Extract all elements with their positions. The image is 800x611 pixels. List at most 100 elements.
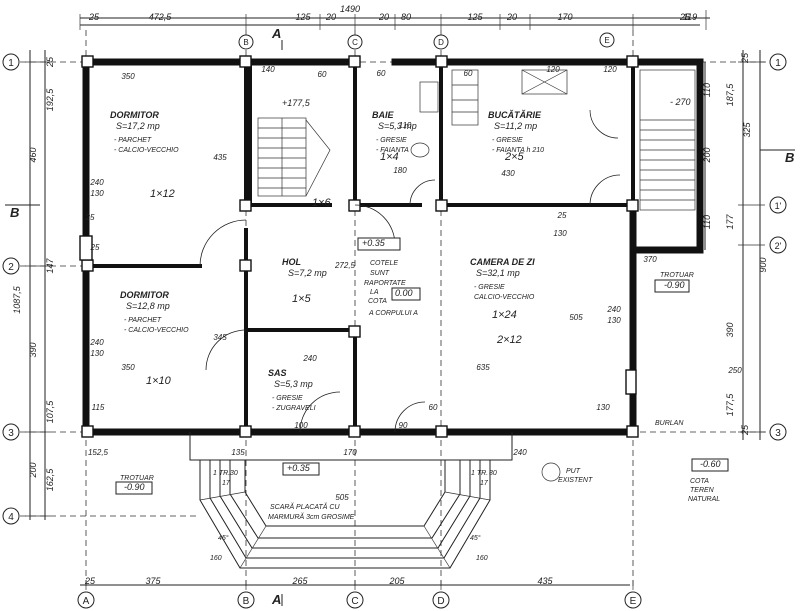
- note-label: TROTUAR: [660, 272, 694, 279]
- room-area: S=5,3 mp: [378, 121, 417, 131]
- note-label: PUT: [566, 468, 581, 475]
- dimension-label: 25: [84, 576, 96, 586]
- dimension-label: 135: [231, 448, 245, 457]
- room-name: HOL: [282, 257, 301, 267]
- dimension-label: 272,5: [334, 261, 356, 270]
- section-mark: A: [271, 26, 281, 41]
- note-label: RAPORTATE: [364, 280, 406, 287]
- dimension-label: 192,5: [45, 88, 55, 112]
- dimension-label: 635: [476, 363, 490, 372]
- note-label: MARMURĂ 3cm GROSIME: [268, 512, 355, 521]
- dimension-label: 162,5: [45, 468, 55, 492]
- level-boxes: [115, 237, 729, 495]
- interior-walls: [84, 60, 635, 434]
- dimension-label: 472,5: [149, 12, 173, 22]
- dimension-label: 370: [643, 255, 657, 264]
- svg-text:B: B: [243, 596, 250, 607]
- level-label: +0.35: [362, 238, 386, 248]
- note-label: EXISTENT: [558, 477, 593, 484]
- stair-label: 45°: [218, 534, 229, 542]
- room-area: S=12,8 mp: [126, 301, 170, 311]
- room-finish: - FAIANTA h 210: [492, 147, 544, 154]
- dimension-label: 100: [294, 421, 308, 430]
- dimension-label: 25: [740, 52, 750, 64]
- dimension-label: 20: [325, 12, 336, 22]
- doors: [199, 109, 621, 433]
- fixtures: [410, 69, 568, 482]
- svg-text:C: C: [352, 38, 358, 47]
- grid-bubble-top-left-4: 4: [2, 507, 20, 525]
- svg-text:B: B: [243, 38, 248, 47]
- grid-bubble-right-2p: 2': [769, 236, 787, 254]
- dimension-label: 250: [727, 366, 742, 375]
- dimension-label: 350: [121, 363, 135, 372]
- svg-text:E: E: [604, 36, 609, 45]
- dimension-label: 115: [92, 403, 105, 412]
- room-area: S=17,2 mp: [116, 121, 160, 131]
- window-label: 1×4: [380, 151, 399, 163]
- dimension-label: 110: [702, 83, 712, 97]
- dimension-label: 20: [506, 12, 517, 22]
- grid-bubble-right-3: 3: [769, 423, 787, 441]
- dimension-label: 25: [679, 12, 691, 22]
- svg-text:1': 1': [775, 201, 782, 211]
- room-name: BUCĂTĂRIE: [488, 109, 542, 120]
- dimension-label: 240: [606, 305, 621, 314]
- svg-text:2': 2': [775, 241, 782, 251]
- grid-bubble-top-D: D: [433, 34, 449, 50]
- grid-bubble-top-B: B: [238, 34, 254, 50]
- dimension-label: 25: [85, 213, 95, 222]
- dimension-label: 60: [464, 69, 473, 78]
- svg-text:3: 3: [775, 428, 781, 439]
- note-label: TEREN: [690, 487, 715, 494]
- room-finish: - PARCHET: [124, 317, 162, 324]
- grid-bubble-top-left-3: 3: [2, 423, 20, 441]
- dimension-label: 130: [90, 349, 104, 358]
- dimension-label: 60: [429, 403, 438, 412]
- note-label: NATURAL: [688, 496, 720, 503]
- room-area: S=32,1 mp: [476, 268, 520, 278]
- dimension-label: 900: [758, 257, 768, 272]
- grid-bubble-top-C: C: [347, 34, 363, 50]
- dimension-label: 25: [740, 424, 750, 436]
- note-label: BURLAN: [655, 420, 684, 427]
- dimension-label: 200: [28, 462, 38, 478]
- grid-bubble-top-E: E: [599, 32, 615, 48]
- level-label: 0.00: [395, 288, 413, 298]
- stair-label: 160: [210, 555, 222, 562]
- svg-text:1: 1: [8, 58, 14, 69]
- dimension-label: 390: [725, 322, 735, 337]
- level-label: -0.90: [664, 280, 685, 290]
- dimension-label: 375: [145, 576, 161, 586]
- grid-bubbles: 1 2 3 4 1 1' 2' 3 A B C D E B C D E: [2, 32, 787, 609]
- note-label: COTA: [690, 478, 709, 485]
- svg-text:1: 1: [775, 58, 781, 69]
- room-area: S=5,3 mp: [274, 379, 313, 389]
- section-mark: B: [785, 150, 794, 165]
- svg-text:4: 4: [8, 512, 14, 523]
- grid-bubble-top-left-2: 2: [2, 257, 20, 275]
- room-name: BAIE: [372, 110, 394, 120]
- dimension-label: 240: [89, 338, 104, 347]
- svg-text:D: D: [438, 38, 444, 47]
- entrance-stairs: [189, 432, 513, 569]
- stair-label: 45°: [470, 534, 481, 542]
- room-name: SAS: [268, 368, 287, 378]
- dimension-label: 205: [388, 576, 405, 586]
- dimension-label: 180: [393, 166, 407, 175]
- room-name: DORMITOR: [120, 290, 169, 300]
- dimension-label: 90: [399, 421, 408, 430]
- window-label: 1×12: [150, 188, 175, 200]
- dimension-lines: [25, 10, 765, 590]
- dimension-label: 20: [378, 12, 389, 22]
- dimension-label: 25: [45, 56, 55, 68]
- dimension-label: 80: [401, 12, 411, 22]
- room-area: S=7,2 mp: [288, 268, 327, 278]
- dimension-label: 1087,5: [12, 285, 22, 314]
- svg-text:E: E: [630, 596, 637, 607]
- dimension-label: 1490: [340, 4, 360, 14]
